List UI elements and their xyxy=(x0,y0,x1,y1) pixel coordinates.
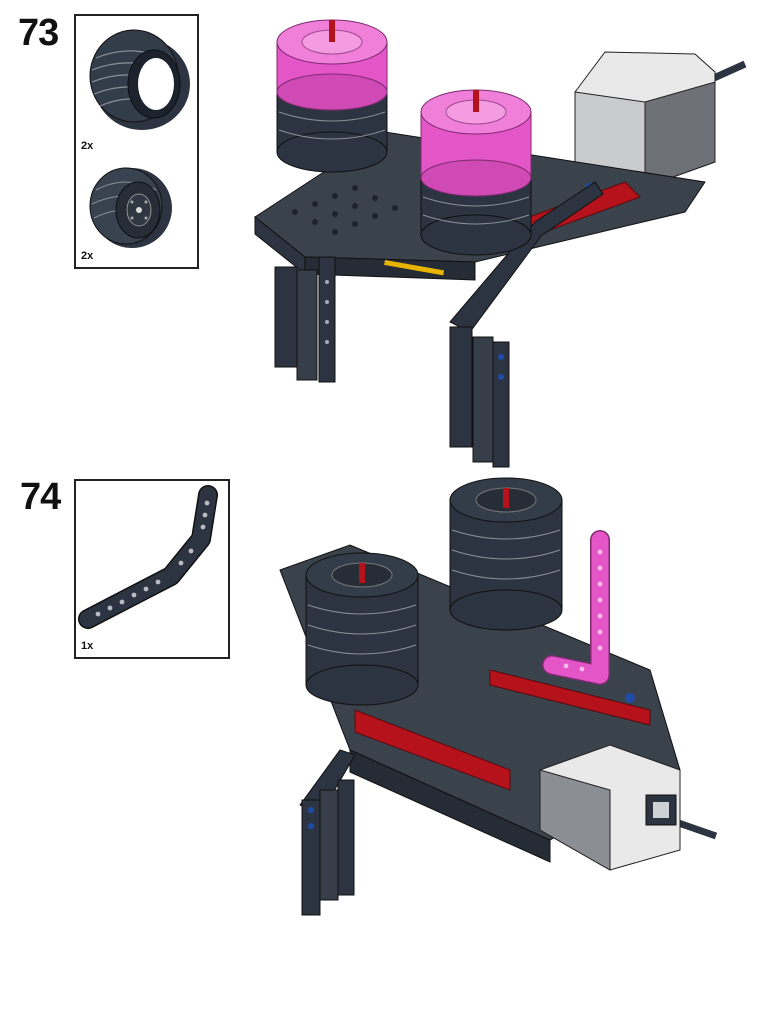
parts-callout: 2x 2x xyxy=(74,14,199,269)
model-assembly-image xyxy=(254,19,747,468)
parts-callout: 1x xyxy=(74,479,230,659)
tire-icon xyxy=(89,29,190,130)
wheel-hub-icon xyxy=(89,167,172,248)
model-assembly-image xyxy=(279,477,718,916)
part-quantity: 1x xyxy=(81,640,94,652)
step-number: 74 xyxy=(20,476,61,518)
bent-liftarm-icon xyxy=(78,485,218,629)
part-quantity: 2x xyxy=(81,250,94,262)
step-number: 73 xyxy=(18,12,59,54)
part-quantity: 2x xyxy=(81,140,94,152)
